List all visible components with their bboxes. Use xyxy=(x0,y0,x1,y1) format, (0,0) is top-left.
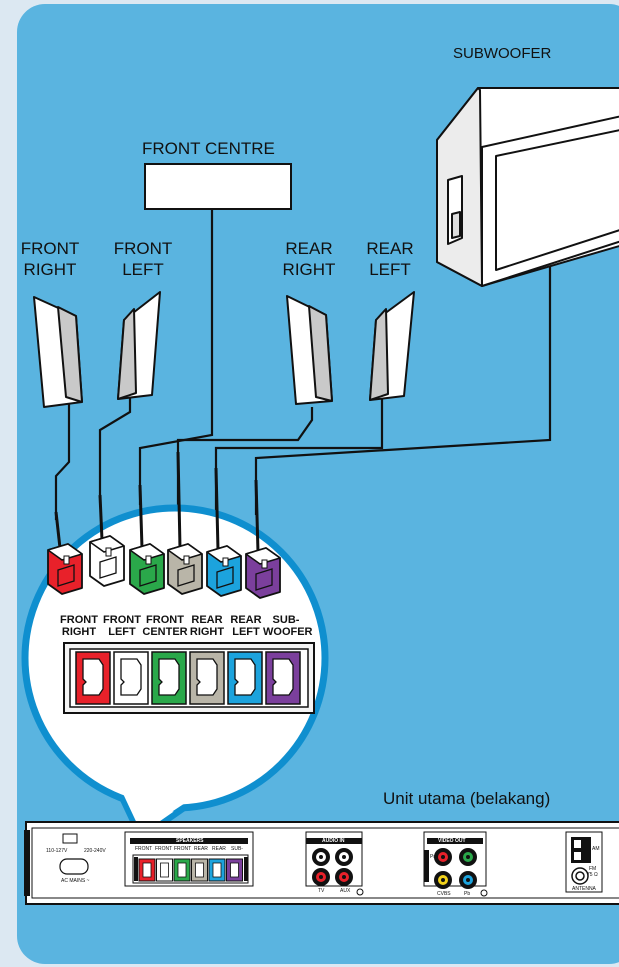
socket-1 xyxy=(113,651,149,705)
audio-in-label: AUDIO IN xyxy=(322,838,345,844)
socket-4 xyxy=(227,651,263,705)
front-left-speaker xyxy=(117,291,161,400)
magnified-cables xyxy=(54,451,260,553)
ac-mains-label: AC MAINS ~ xyxy=(61,878,90,884)
panel-label-front-right: FRONT xyxy=(135,846,153,852)
aux-label: AUX xyxy=(340,888,351,894)
plug-4 xyxy=(206,545,242,597)
socket-5 xyxy=(265,651,301,705)
front-right-speaker xyxy=(33,296,83,408)
panel-socket-1 xyxy=(156,858,173,882)
front-centre-speaker xyxy=(144,163,292,210)
plug-label-subwoofer: SUB-WOOFER xyxy=(263,614,313,638)
pb-label: Pb xyxy=(464,891,471,897)
main-unit-label: Unit utama (belakang) xyxy=(383,789,551,808)
panel-socket-2 xyxy=(173,858,191,882)
rear-right-speaker xyxy=(286,295,333,405)
plug-2 xyxy=(129,543,165,595)
speaker-plugs xyxy=(47,535,281,599)
am-label: AM xyxy=(592,846,600,852)
fm-label: FM xyxy=(589,866,597,872)
antenna-label: ANTENNA xyxy=(572,886,596,892)
tv-label: TV xyxy=(318,888,325,894)
main-unit-back-panel xyxy=(24,821,619,905)
panel-label-subwoofer: SUB- xyxy=(231,846,243,852)
socket-0 xyxy=(75,651,111,705)
front-centre-label: FRONT CENTRE xyxy=(142,139,275,158)
panel-label-front-left: FRONT xyxy=(155,846,173,852)
panel-socket-0 xyxy=(138,858,156,882)
panel-speaker-sockets xyxy=(138,858,243,882)
panel-socket-4 xyxy=(208,858,226,882)
plug-0 xyxy=(47,543,83,595)
voltage-left-label: 110-127V xyxy=(46,848,68,854)
subwoofer-box xyxy=(436,87,619,287)
socket-2 xyxy=(151,651,187,705)
rear-left-speaker xyxy=(369,291,415,401)
panel-socket-3 xyxy=(191,858,208,882)
panel-label-front-center: FRONT xyxy=(174,846,192,852)
speakers-label: SPEAKERS xyxy=(176,838,204,844)
pr-label: Pr xyxy=(430,854,435,860)
socket-3 xyxy=(189,651,225,705)
plug-5 xyxy=(245,547,281,599)
fm-ohm-label: 75 Ω xyxy=(587,872,598,878)
speaker-sockets xyxy=(75,651,301,705)
panel-label-rear-left: REAR xyxy=(212,846,226,852)
plug-1 xyxy=(89,535,125,587)
panel-label-rear-right: REAR xyxy=(194,846,208,852)
subwoofer-label: SUBWOOFER xyxy=(453,45,552,62)
cvbs-label: CVBS xyxy=(437,891,451,897)
plug-3 xyxy=(167,543,203,595)
panel-socket-5 xyxy=(226,858,243,882)
voltage-right-label: 220-240V xyxy=(84,848,106,854)
video-out-label: VIDEO OUT xyxy=(438,838,466,844)
